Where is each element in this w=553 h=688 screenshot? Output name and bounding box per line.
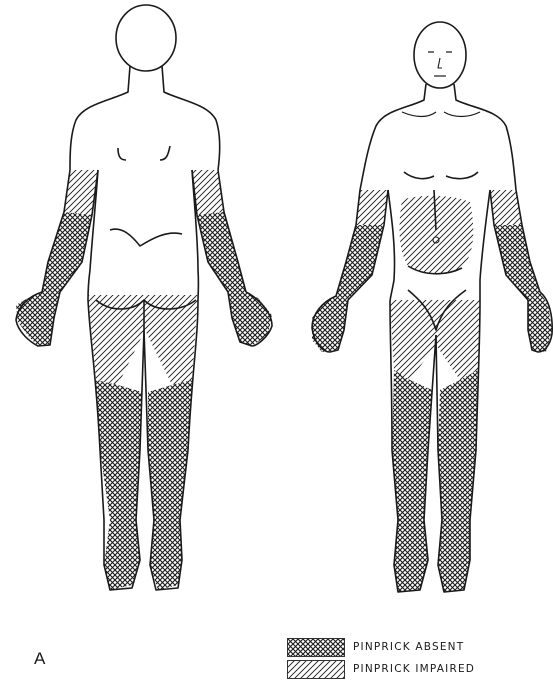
anterior-impaired-regions [356, 190, 522, 380]
legend-label-impaired: PINPRICK IMPAIRED [353, 663, 475, 675]
anterior-figure [312, 22, 552, 592]
posterior-absent-regions [16, 212, 272, 590]
legend-label-absent: PINPRICK ABSENT [353, 641, 464, 653]
anterior-absent-regions [312, 225, 552, 592]
diagonal-hatch-swatch-icon [287, 660, 345, 679]
posterior-figure [16, 5, 272, 590]
panel-letter: A [34, 649, 45, 669]
crosshatch-swatch-icon [287, 638, 345, 657]
